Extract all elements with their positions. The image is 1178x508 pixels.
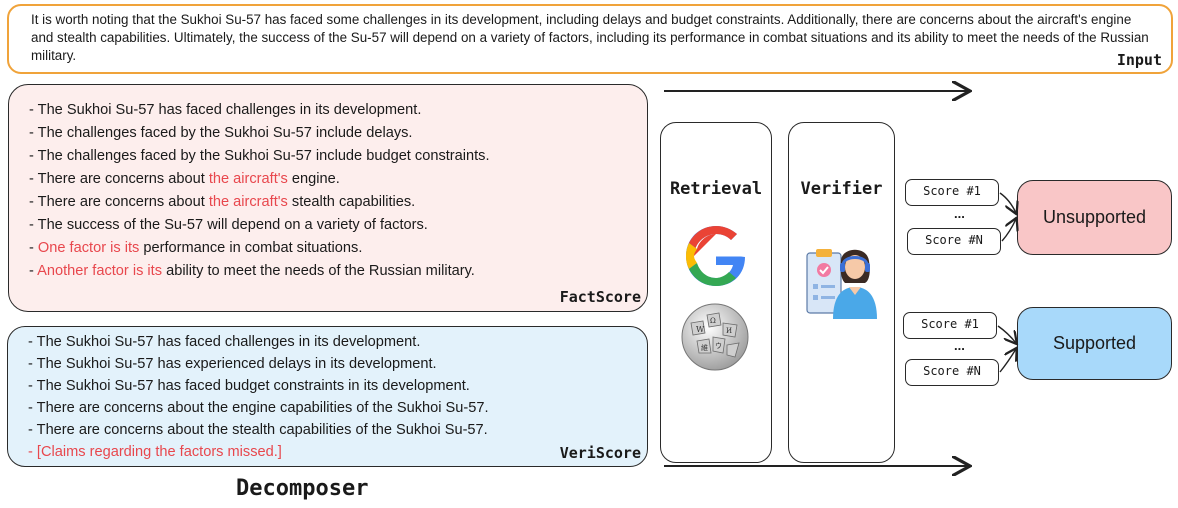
claim-line: - One factor is its performance in comba…	[29, 237, 647, 260]
supported-label: Supported	[1052, 333, 1137, 353]
factscore-label: FactScore	[559, 288, 641, 306]
input-text: It is worth noting that the Sukhoi Su-57…	[31, 12, 1149, 63]
claim-text: -	[29, 263, 38, 279]
claim-text: - The Sukhoi Su-57 has experienced delay…	[28, 356, 437, 372]
factscore-claim-list: - The Sukhoi Su-57 has faced challenges …	[29, 99, 647, 283]
svg-text:W: W	[696, 325, 705, 334]
factscore-box: - The Sukhoi Su-57 has faced challenges …	[8, 84, 648, 312]
unsupported-label: Unsupported	[1042, 207, 1147, 227]
claim-text: -	[29, 240, 38, 256]
claim-text: - There are concerns about the engine ca…	[28, 400, 489, 416]
score-dots-top: ...	[954, 206, 965, 221]
wikipedia-globe-icon: W Ω И 維 ウ	[681, 303, 749, 371]
svg-text:ウ: ウ	[715, 342, 722, 350]
claim-line: - The Sukhoi Su-57 has faced challenges …	[29, 99, 647, 122]
veriscore-label: VeriScore	[559, 444, 641, 462]
score-box-bottom-first: Score #1	[903, 312, 997, 339]
claim-text: - The Sukhoi Su-57 has faced budget cons…	[28, 378, 470, 394]
veriscore-claim-list: - The Sukhoi Su-57 has faced challenges …	[28, 331, 647, 463]
highlighted-text: the aircraft's	[208, 194, 288, 210]
claim-text: - There are concerns about the stealth c…	[28, 422, 488, 438]
claim-line: - There are concerns about the engine ca…	[28, 397, 647, 419]
verifier-label: Verifier	[800, 179, 883, 199]
highlighted-text: Another factor is its	[37, 263, 163, 279]
score-box-top-first: Score #1	[905, 179, 999, 206]
supported-box: Supported	[1017, 307, 1172, 380]
claim-text: engine.	[287, 171, 340, 187]
claim-line: - [Claims regarding the factors missed.]	[28, 441, 647, 463]
claim-text: - The challenges faced by the Sukhoi Su-…	[29, 125, 413, 141]
svg-text:Ω: Ω	[710, 317, 716, 325]
checklist-clipboard-icon	[806, 249, 842, 314]
score-to-unsupported-arrow-1	[999, 192, 1016, 213]
claim-line: - The challenges faced by the Sukhoi Su-…	[29, 145, 647, 168]
claim-text: - The success of the Su-57 will depend o…	[29, 217, 428, 233]
score-dots-bottom: ...	[954, 338, 965, 353]
claim-line: - There are concerns about the aircraft'…	[29, 191, 647, 214]
claim-text: performance in combat situations.	[139, 240, 363, 256]
claim-line: - Another factor is its ability to meet …	[29, 260, 647, 283]
claim-line: - The Sukhoi Su-57 has experienced delay…	[28, 353, 647, 375]
highlighted-text: the aircraft's	[208, 171, 288, 187]
retrieval-label: Retrieval	[669, 179, 763, 199]
unsupported-box: Unsupported	[1017, 180, 1172, 255]
score-to-supported-arrow-1	[997, 325, 1016, 343]
claim-text: - There are concerns about	[29, 194, 209, 210]
claim-text: ability to meet the needs of the Russian…	[162, 263, 475, 279]
highlighted-text: One factor is its	[37, 240, 140, 256]
google-logo-icon	[686, 226, 745, 286]
score-box-top-last: Score #N	[907, 228, 1001, 255]
highlighted-text: - [Claims regarding the factors missed.]	[28, 444, 282, 460]
verifier-box: Verifier	[788, 122, 895, 463]
claim-line: - The Sukhoi Su-57 has faced budget cons…	[28, 375, 647, 397]
decomposer-label: Decomposer	[236, 476, 369, 501]
score-to-supported-arrow-2	[999, 349, 1016, 373]
retrieval-box: Retrieval W Ω И 維 ウ	[660, 122, 772, 463]
claim-text: stealth capabilities.	[287, 194, 416, 210]
input-box: It is worth noting that the Sukhoi Su-57…	[7, 4, 1173, 74]
score-box-bottom-last: Score #N	[905, 359, 999, 386]
claim-text: - There are concerns about	[29, 171, 209, 187]
claim-text: - The Sukhoi Su-57 has faced challenges …	[29, 102, 422, 118]
claim-line: - The challenges faced by the Sukhoi Su-…	[29, 122, 647, 145]
verifier-person-icon	[833, 249, 877, 319]
claim-text: - The Sukhoi Su-57 has faced challenges …	[28, 334, 421, 350]
claim-line: - There are concerns about the stealth c…	[28, 419, 647, 441]
veriscore-box: - The Sukhoi Su-57 has faced challenges …	[7, 326, 648, 467]
svg-text:維: 維	[701, 343, 708, 352]
claim-line: - There are concerns about the aircraft'…	[29, 168, 647, 191]
claim-line: - The success of the Su-57 will depend o…	[29, 214, 647, 237]
svg-text:И: И	[726, 327, 732, 335]
score-to-unsupported-arrow-2	[1001, 219, 1016, 242]
verifier-illustration	[806, 249, 877, 319]
claim-line: - The Sukhoi Su-57 has faced challenges …	[28, 331, 647, 353]
claim-text: - The challenges faced by the Sukhoi Su-…	[29, 148, 490, 164]
input-label: Input	[1116, 51, 1162, 69]
